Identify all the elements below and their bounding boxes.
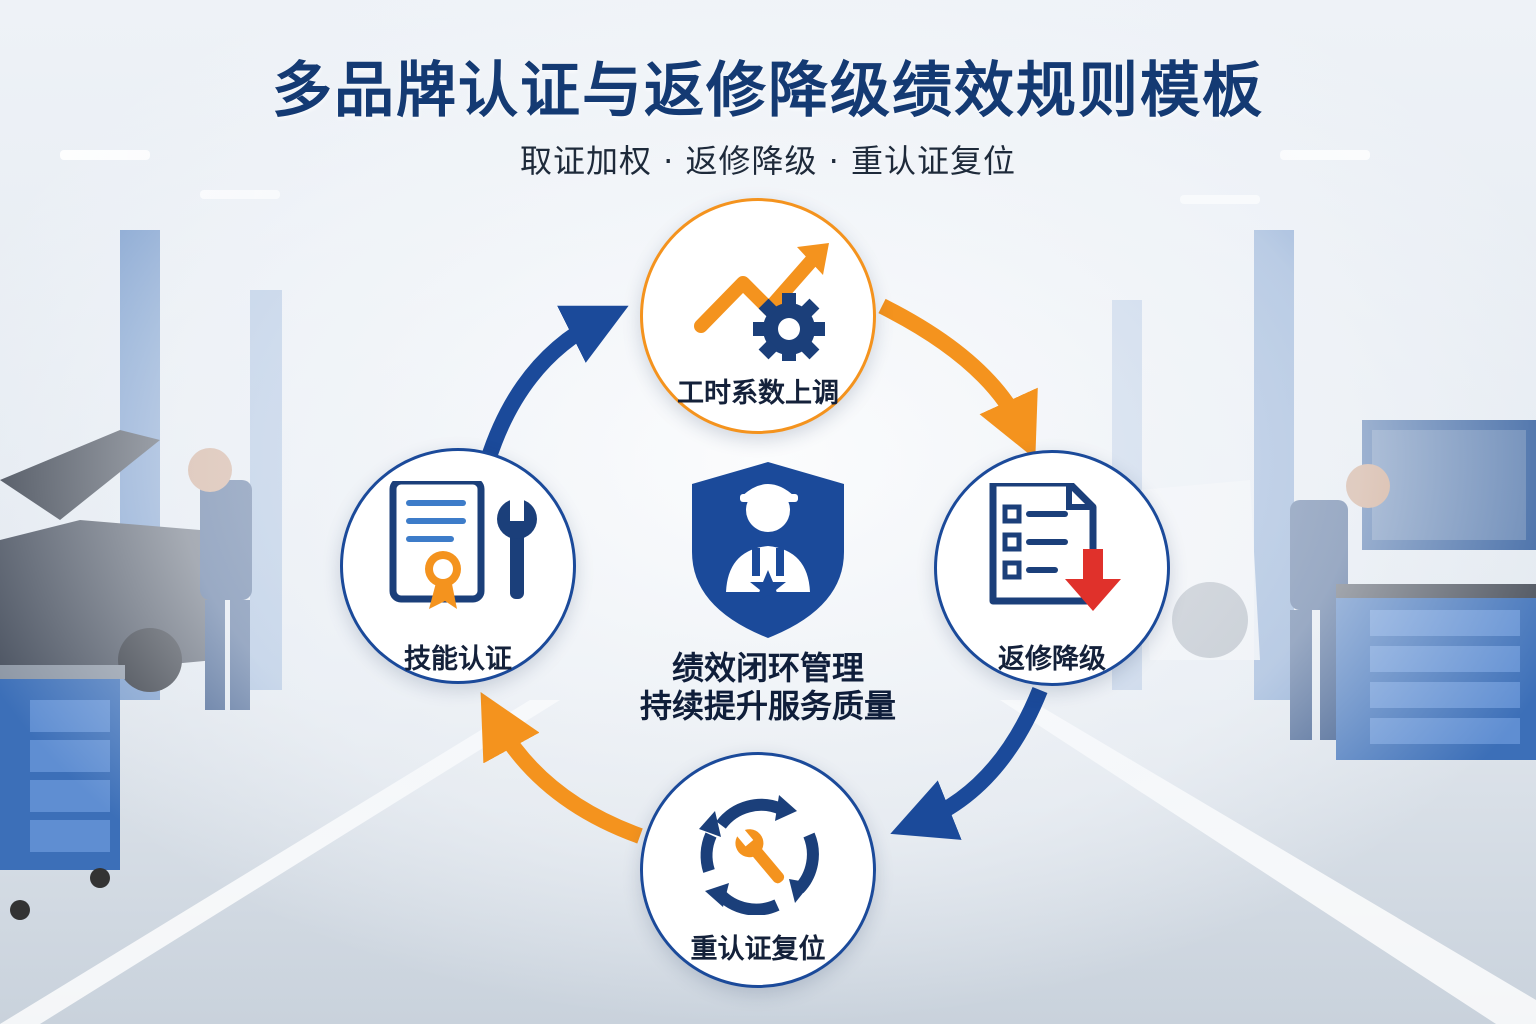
node-label-left: 技能认证	[404, 644, 512, 675]
checklist-down-arrow-icon	[989, 483, 1121, 611]
arrow-top-to-right	[878, 298, 1038, 460]
node-labor-coefficient: 工时系数上调	[640, 198, 876, 434]
node-label-right: 返修降级	[998, 644, 1106, 675]
trend-up-gear-icon	[694, 243, 829, 361]
node-skill-certification: 技能认证	[340, 448, 576, 684]
center-line-2: 持续提升服务质量	[639, 687, 896, 725]
arrow-left-to-top	[480, 305, 629, 463]
page-title: 多品牌认证与返修降级绩效规则模板	[272, 56, 1264, 126]
arrow-bottom-to-left	[480, 691, 643, 844]
node-label-bottom: 重认证复位	[690, 934, 826, 965]
technician-shield-icon	[692, 462, 844, 638]
node-rework-downgrade: 返修降级	[934, 450, 1170, 686]
node-label-top: 工时系数上调	[677, 378, 839, 409]
arrow-right-to-bottom	[890, 687, 1048, 840]
page-subtitle: 取证加权 · 返修降级 · 重认证复位	[519, 142, 1017, 180]
center-line-1: 绩效闭环管理	[671, 649, 864, 687]
node-recertification-reset: 重认证复位	[640, 752, 876, 988]
certificate-wrench-icon	[389, 481, 537, 609]
cycle-wrench-icon	[699, 795, 819, 915]
